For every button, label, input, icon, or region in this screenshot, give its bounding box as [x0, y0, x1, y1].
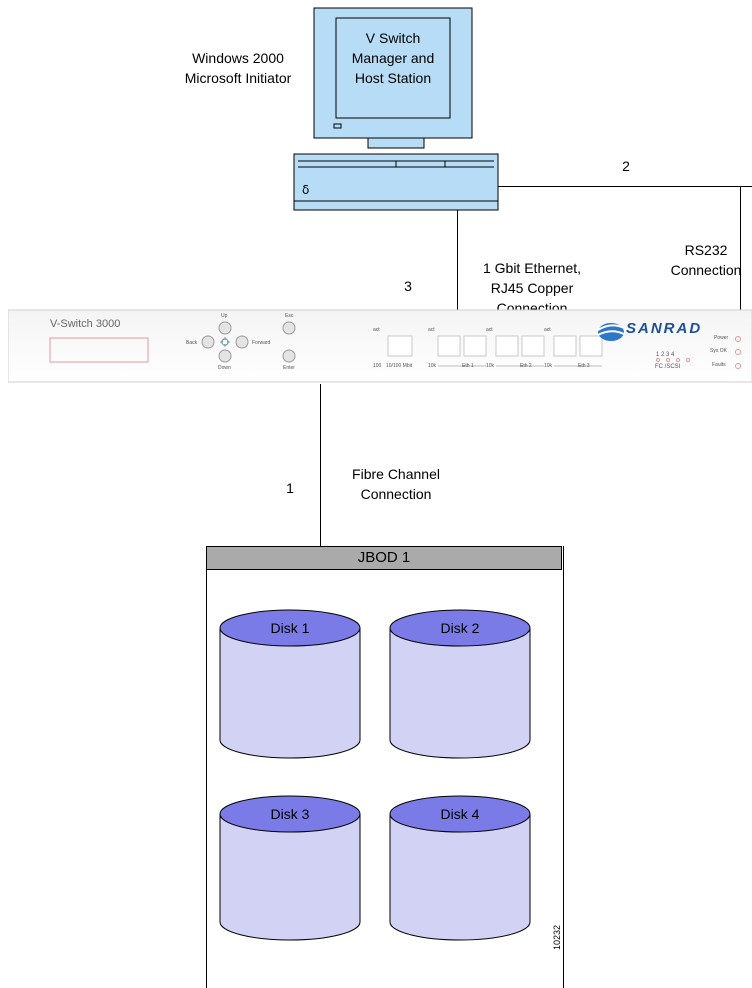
ethernet-label-line: RJ45 Copper: [490, 280, 574, 296]
back-button-shape: [201, 335, 215, 349]
host-station-computer: δ: [293, 7, 499, 211]
host-os-label: Windows 2000 Microsoft Initiator: [158, 48, 318, 88]
eth1-label: Eth 1: [462, 363, 474, 369]
eth2-label: Eth 2: [520, 363, 532, 369]
disk-2-label: Disk 2: [440, 620, 480, 636]
fibre-connection-number: 1: [286, 480, 294, 496]
fibre-connection-label: Fibre Channel Connection: [336, 464, 456, 504]
ethernet-label-line: 1 Gbit Ethernet,: [482, 260, 582, 276]
rs232-label-line: Connection: [670, 262, 742, 278]
fc-scsi-label: FC /SCSI: [655, 364, 681, 370]
eth1-port-b: [463, 335, 487, 357]
forward-button-shape: [235, 335, 249, 349]
eth3-port-a: [553, 335, 577, 357]
eth2-lnk-label: 10k: [486, 363, 495, 369]
eth3-port-b: [579, 335, 603, 357]
monitor-screen: [335, 17, 451, 119]
eth2-port-a: [495, 335, 519, 357]
esc-button-shape: [282, 321, 296, 335]
screen-text-line: Manager and: [351, 50, 435, 66]
enter-button-label: Enter: [283, 365, 295, 371]
port-act-label: act: [428, 327, 435, 333]
monitor-screen-text: V Switch Manager and Host Station: [336, 28, 450, 88]
rs232-connection-label: RS232 Connection: [660, 240, 752, 280]
faults-led-label: Faults: [712, 362, 726, 368]
v-switch-unit: [8, 309, 752, 383]
mgmt-speed-label: 10/100 Mbit: [386, 363, 413, 369]
sys-ok-led: [735, 349, 741, 355]
enter-button-shape: [282, 349, 296, 363]
disk-3-cylinder: [219, 795, 361, 941]
eth1-lnk-label: 10k: [428, 363, 437, 369]
disk-1-label: Disk 1: [270, 620, 310, 636]
host-os-line: Microsoft Initiator: [184, 70, 292, 86]
eth1-port-a: [437, 335, 461, 357]
port-act-label: act: [544, 327, 551, 333]
screen-text-line: V Switch: [365, 30, 421, 46]
fibre-label-line: Connection: [360, 486, 432, 502]
disk-4-label: Disk 4: [440, 806, 480, 822]
disk-4-cylinder: [389, 795, 531, 941]
mgmt-port: [387, 335, 413, 357]
ethernet-connection-number: 3: [404, 278, 412, 294]
faults-led: [735, 363, 741, 369]
power-led-label: Power: [714, 335, 729, 341]
ethernet-cable: [457, 210, 458, 342]
disk-array: [219, 609, 531, 941]
esc-button-label: Esc: [285, 313, 294, 319]
screen-text-line: Host Station: [354, 70, 432, 86]
monitor-stand: [367, 137, 425, 149]
jbod-enclosure: [206, 546, 564, 988]
switch-model-label: V-Switch 3000: [50, 318, 121, 330]
back-button-label: Back: [186, 340, 198, 346]
fc-port-numbers: 1 2 3 4: [656, 352, 675, 358]
port-act-label: act: [373, 327, 380, 333]
host-os-line: Windows 2000: [192, 50, 284, 66]
mgmt-100-label: 100: [373, 363, 382, 369]
eth2-port-b: [521, 335, 545, 357]
fibre-label-line: Fibre Channel: [352, 466, 440, 482]
up-button-shape: [218, 321, 232, 335]
down-button-label: Down: [218, 365, 231, 371]
jbod-title: JBOD 1: [357, 549, 411, 566]
rs232-cable-vertical: [740, 186, 741, 380]
lcd-display: [49, 337, 149, 363]
power-light: [333, 123, 342, 129]
rs232-cable-horizontal: [498, 186, 752, 187]
disk-1-cylinder: [219, 609, 361, 759]
forward-button-label: Forward: [252, 340, 271, 346]
sanrad-brand: SANRAD: [626, 320, 703, 337]
rs232-label-line: RS232: [684, 242, 728, 258]
port-act-label: act: [486, 327, 493, 333]
switch-chassis: [8, 309, 752, 383]
up-button-label: Up: [221, 313, 228, 319]
disk-2-cylinder: [389, 609, 531, 759]
eth3-label: Eth 3: [578, 363, 590, 369]
jbod-header: [206, 546, 562, 570]
fibre-channel-cable: [320, 384, 321, 546]
disk-3-label: Disk 3: [270, 806, 310, 822]
sys-ok-led-label: Sys OK: [710, 348, 727, 354]
down-button-shape: [218, 349, 232, 363]
power-led: [735, 336, 741, 342]
rs232-connection-number: 2: [622, 158, 630, 174]
svg-text:δ: δ: [302, 183, 309, 197]
figure-id: 10232: [552, 924, 562, 950]
eth3-lnk-label: 10k: [544, 363, 553, 369]
